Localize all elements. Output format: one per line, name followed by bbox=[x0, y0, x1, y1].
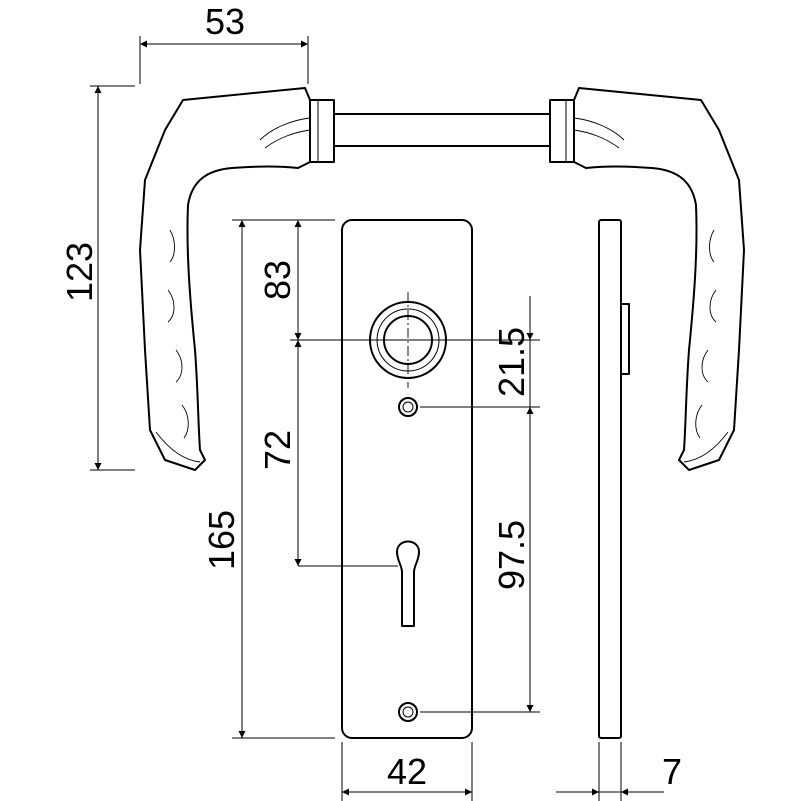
dim-label-83: 83 bbox=[257, 260, 298, 300]
back-plate-front-view bbox=[341, 219, 473, 739]
right-lever-handle bbox=[573, 87, 745, 471]
dim-label-7: 7 bbox=[662, 751, 682, 792]
dimension-handle-height: 123 bbox=[59, 85, 135, 471]
dimension-spindle-to-keyhole: 72 bbox=[257, 340, 398, 567]
dimension-spindle-to-screw: 21.5 bbox=[420, 296, 540, 408]
dim-label-165: 165 bbox=[201, 510, 242, 570]
spindle-bar bbox=[333, 113, 551, 147]
dimension-plate-width: 42 bbox=[341, 742, 473, 801]
dimension-top-to-spindle: 83 bbox=[257, 220, 540, 341]
dimension-handle-projection: 53 bbox=[139, 1, 309, 84]
dimension-screw-to-screw: 97.5 bbox=[420, 407, 540, 713]
dim-label-97-5: 97.5 bbox=[491, 520, 532, 590]
back-plate-side-view bbox=[598, 219, 630, 739]
dim-label-21-5: 21.5 bbox=[491, 327, 532, 397]
right-rosette-collar bbox=[549, 99, 575, 163]
dim-label-72: 72 bbox=[257, 430, 298, 470]
dimension-plate-height: 165 bbox=[201, 219, 335, 739]
dim-label-53: 53 bbox=[205, 1, 245, 42]
left-lever-handle bbox=[139, 87, 311, 471]
dim-label-42: 42 bbox=[387, 751, 427, 792]
dimension-plate-thickness: 7 bbox=[556, 742, 682, 801]
dim-label-123: 123 bbox=[59, 242, 100, 302]
left-rosette-collar bbox=[309, 99, 335, 163]
